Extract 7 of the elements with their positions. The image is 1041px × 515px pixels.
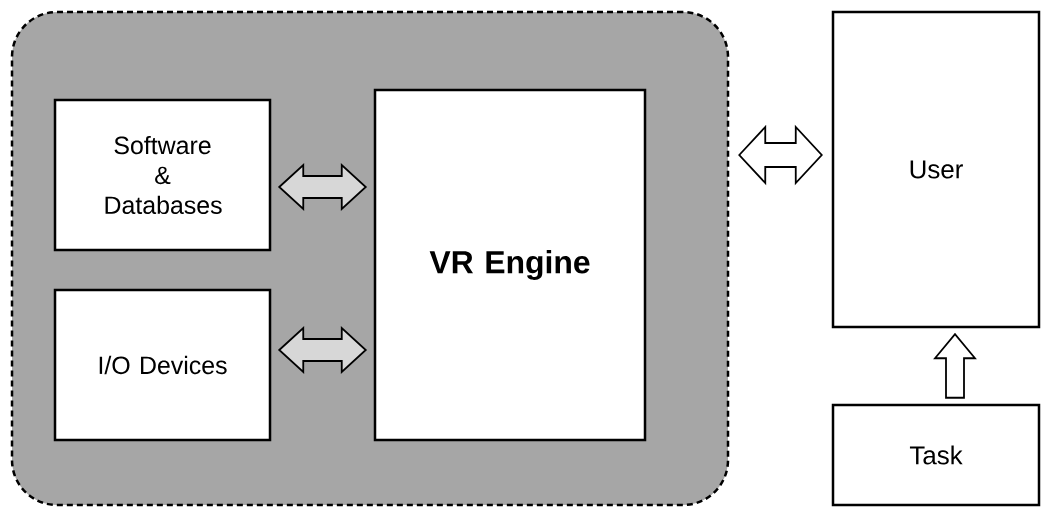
- engine-box: VR Engine: [373, 88, 647, 442]
- component-box: Software & Databases: [53, 98, 272, 252]
- task-box: Task: [831, 403, 1041, 507]
- block-arrow: [933, 332, 977, 399]
- block-arrow: [738, 124, 823, 186]
- user-box: User: [831, 10, 1041, 329]
- component-box: I/O Devices: [53, 288, 272, 442]
